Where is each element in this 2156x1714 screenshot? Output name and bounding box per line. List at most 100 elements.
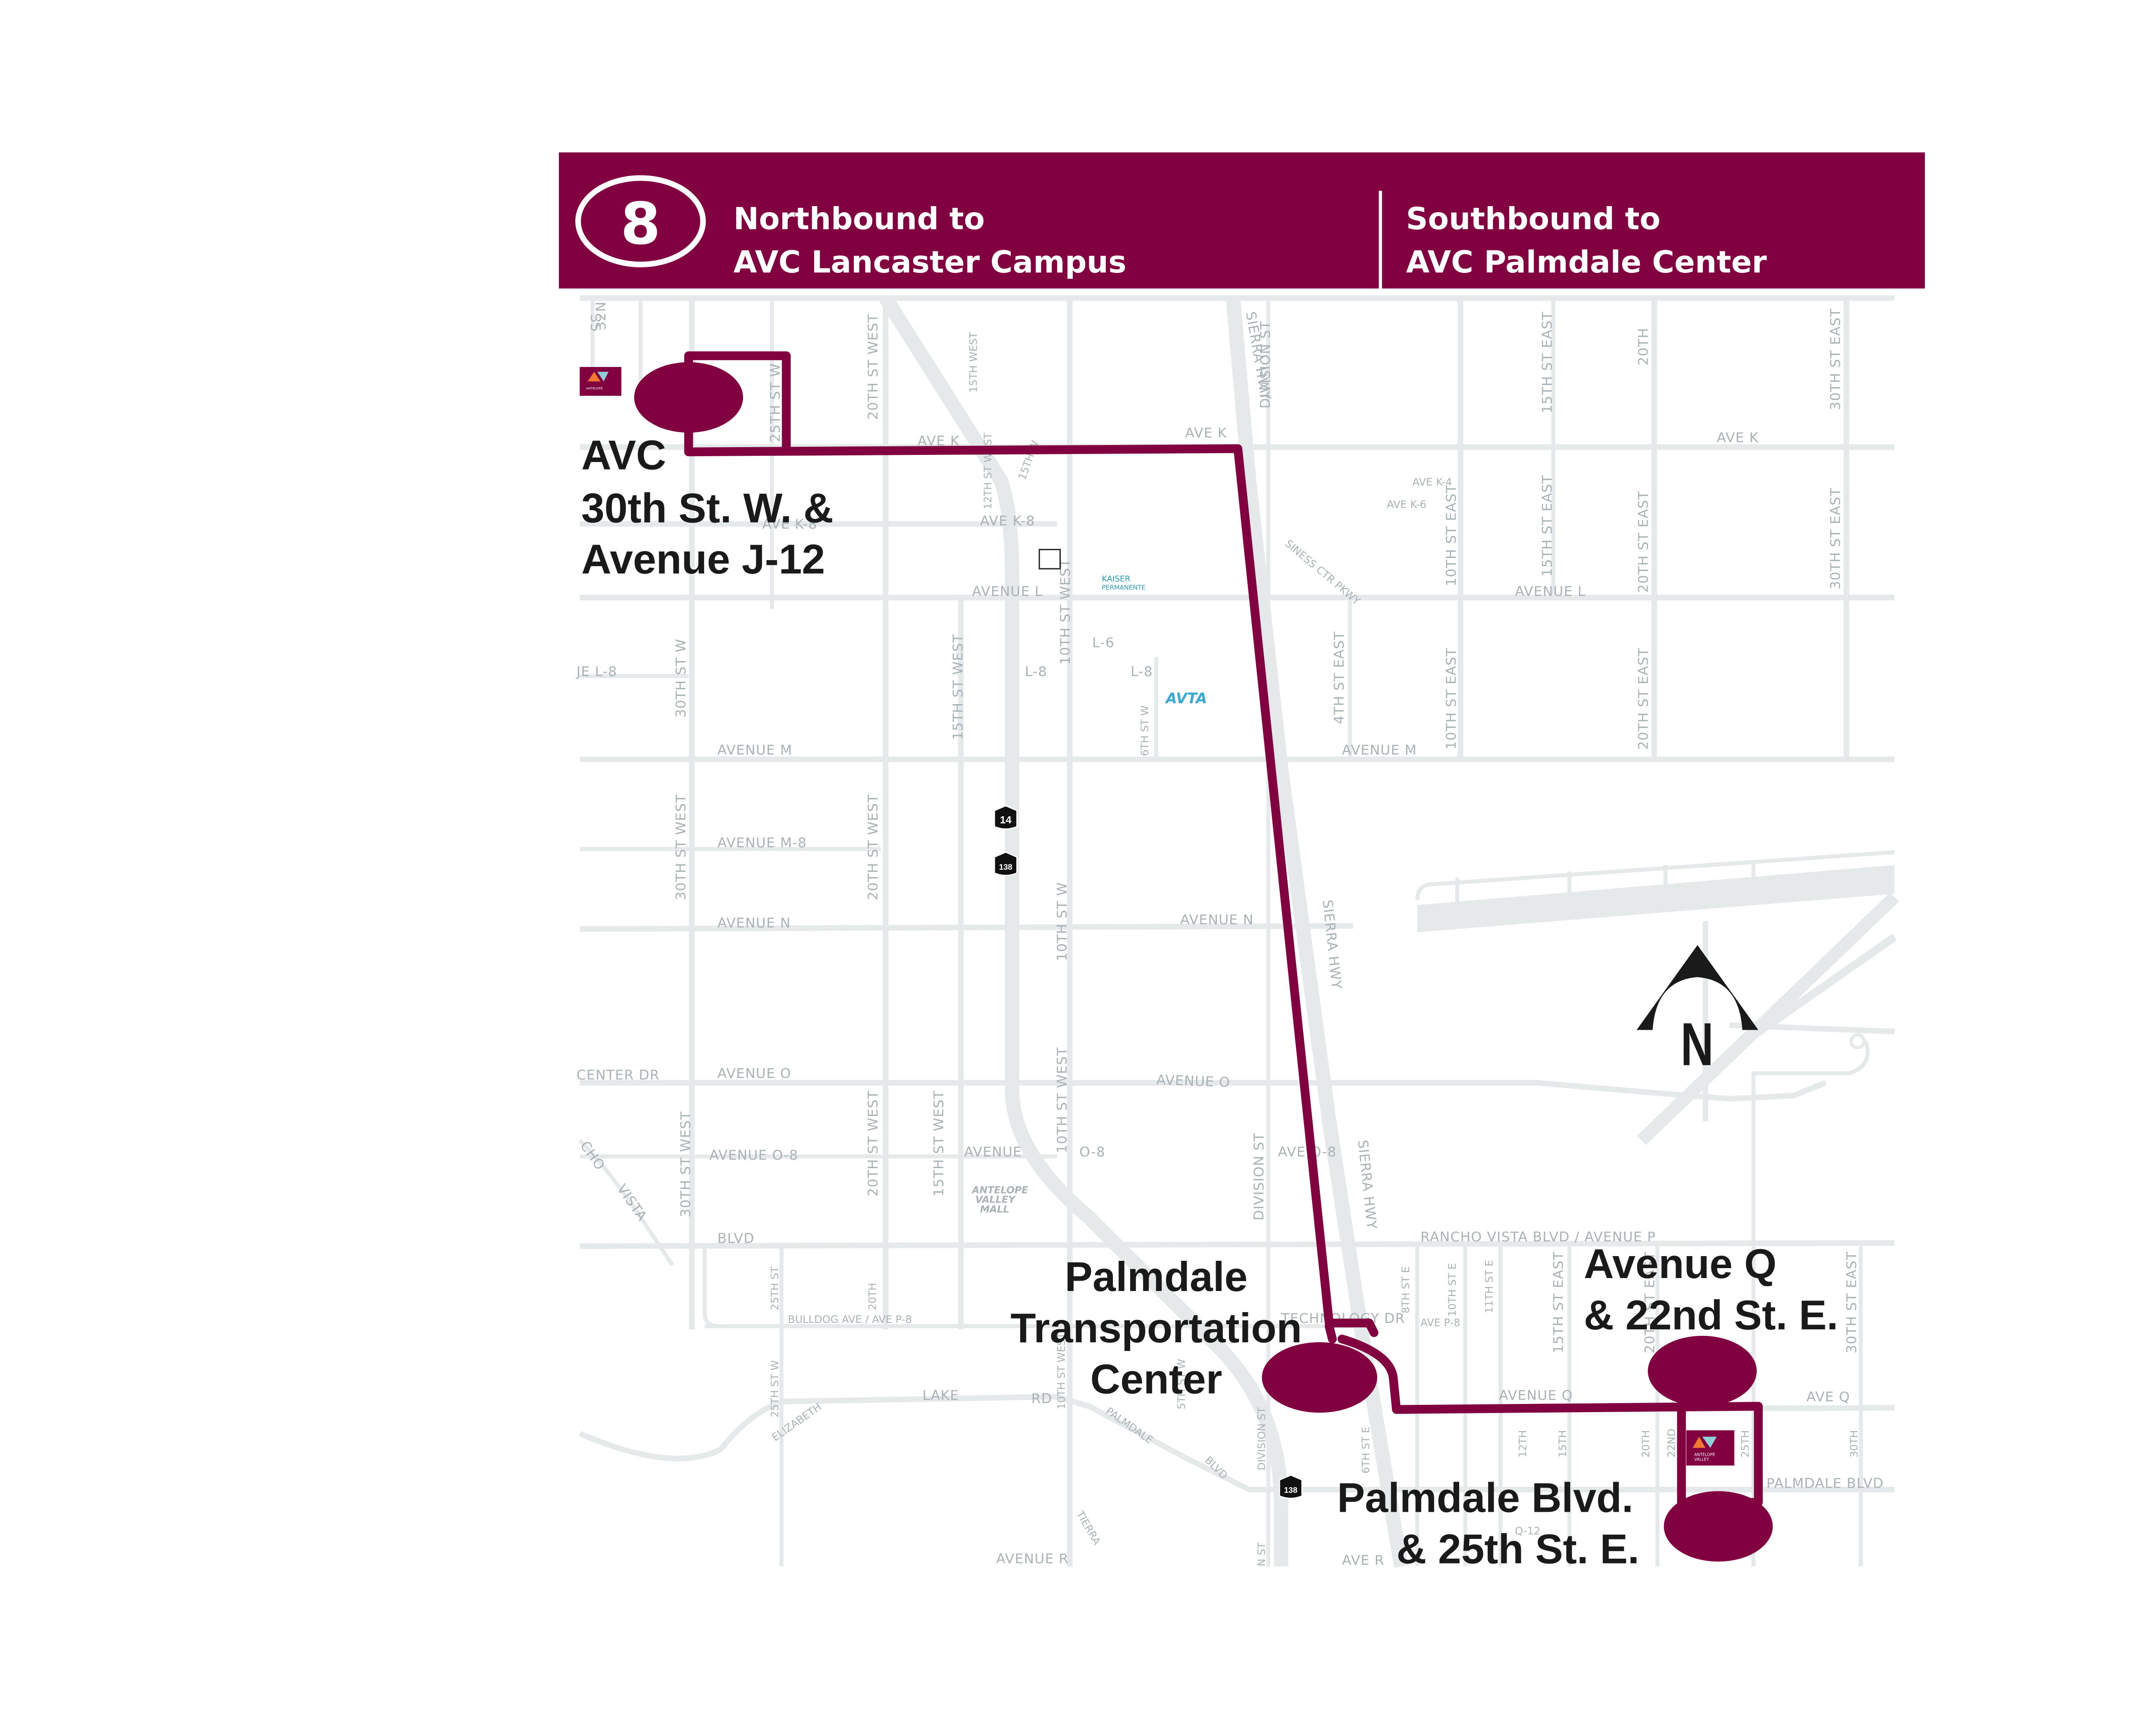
label-ave-k-mid: AVE K [1185, 425, 1227, 441]
label-30th-st-east: 30TH ST EAST [1828, 308, 1843, 410]
label-4th-st-east: 4TH ST EAST [1332, 631, 1347, 724]
label-avenue-o8: AVENUE O-8 [709, 1147, 798, 1163]
label-ave-k6: AVE K-6 [1387, 498, 1426, 511]
road-palmdale-blvd [578, 1394, 1895, 1492]
northbound-label-line1: Northbound to [733, 201, 985, 237]
label-10th-st-west: 10TH ST WEST [1058, 559, 1073, 665]
svg-text:ANTELOPE: ANTELOPE [1694, 1452, 1715, 1457]
label-12th-st-west: 12TH ST WEST [982, 432, 994, 509]
label-20th-st-east-lower: 20TH ST EAST [1642, 1251, 1658, 1354]
stop-label-avc-line1: AVC [581, 432, 666, 479]
stop-labels: AVC 30th St. W. & Avenue J-12 Palmdale T… [581, 432, 1838, 1573]
svg-text:AVTA: AVTA [1165, 690, 1207, 707]
label-15th-st-west-low: 15TH ST WEST [931, 1090, 946, 1197]
label-ave-k8: AVE K-8 [980, 514, 1035, 529]
label-avenue-l: AVENUE L [972, 584, 1043, 599]
landmarks: KAISER PERMANENTE AVTA ANTELOPE VALLEY M… [580, 367, 1735, 1466]
stop-label-palmdale-blvd-line2: & 25th St. E. [1396, 1526, 1639, 1572]
label-6th-st-w: 6TH ST W [1139, 705, 1151, 756]
airport-area [1415, 850, 1899, 1243]
label-20th-st-east: 20TH ST EAST [1636, 491, 1651, 593]
avc-logo-palmdale: ANTELOPE VALLEY [1686, 1430, 1735, 1466]
svg-text:ANTELOPE: ANTELOPE [586, 386, 603, 390]
street-labels: AVE K AVE K AVE K AVE K-4 AVE K-6 AVE K-… [576, 301, 1883, 1568]
road-rancho-vista-diag [578, 1139, 674, 1267]
bus-stops[interactable] [634, 362, 1773, 1562]
label-30th-st-east-mid: 30TH ST EAST [1828, 488, 1843, 590]
svg-text:ANTELOPE: ANTELOPE [971, 1184, 1028, 1196]
label-10th-st-w: 10TH ST W [1054, 882, 1070, 961]
label-rd: RD [1031, 1391, 1052, 1407]
label-avenue-o8-mid: AVENUE [964, 1144, 1022, 1160]
label-30th-st-east-low: 30TH ST EAST [1844, 1251, 1859, 1354]
label-l6: L-6 [1092, 635, 1115, 651]
label-15th-st-west: 15TH ST WEST [950, 634, 966, 740]
svg-text:PERMANENTE: PERMANENTE [1102, 583, 1146, 591]
stop-marker-avenue-q-22nd[interactable] [1648, 1335, 1757, 1407]
stop-marker-palmdale-blvd-25th[interactable] [1664, 1491, 1773, 1562]
label-ave-k4: AVE K-4 [1413, 476, 1452, 488]
route-ptc-hook [1325, 1322, 1337, 1344]
label-avenue-n: AVENUE N [718, 915, 791, 931]
route-138-shield-south-icon: 138 [1279, 1474, 1303, 1499]
label-division-st-mid: DIVISION ST [1251, 1133, 1267, 1221]
north-arrow-icon: N [1636, 945, 1758, 1078]
label-5th-st-w: 5TH ST W [1175, 1359, 1188, 1410]
label-ave-k-east: AVE K [1717, 430, 1759, 446]
label-20th-st-west-low: 20TH ST WEST [865, 1090, 881, 1197]
northbound-label-line2: AVC Lancaster Campus [733, 244, 1126, 280]
label-lake: LAKE [922, 1388, 959, 1403]
label-22nd: 22ND [1666, 1429, 1678, 1457]
label-20th-top: 20TH [1636, 328, 1651, 366]
label-10th-st-east-low: 10TH ST EAST [1444, 648, 1459, 750]
label-15th-st-east-mid: 15TH ST EAST [1540, 475, 1555, 577]
label-q12: Q-12 [1515, 1525, 1540, 1537]
road-rancho-vista [580, 1240, 1895, 1249]
svg-text:VALLEY: VALLEY [975, 1194, 1017, 1206]
label-30th-st-west: 30TH ST WEST [674, 794, 689, 900]
stop-label-avc-line2: 30th St. W. & [581, 485, 834, 531]
label-20th-st-west: 20TH ST WEST [865, 313, 881, 420]
label-6th-st-e: 6TH ST E [1360, 1426, 1372, 1473]
label-division-st-low: DIVISION ST [1256, 1407, 1268, 1470]
label-avenue-m8: AVENUE M-8 [718, 835, 807, 851]
route-14-shield-icon: 14 [993, 805, 1018, 830]
label-center-dr: CENTER DR [577, 1068, 660, 1083]
route-header: 8 Northbound to AVC Lancaster Campus Sou… [559, 152, 1925, 289]
label-rancho-vista: RANCHO VISTA BLVD / AVENUE P [1420, 1229, 1656, 1245]
label-avenue-o: AVENUE O [718, 1066, 791, 1081]
label-ave-k8-west: AVE K-8 [762, 517, 818, 532]
svg-text:14: 14 [1000, 815, 1012, 826]
stop-marker-avc-lancaster[interactable] [634, 362, 743, 433]
header-background [559, 152, 1925, 289]
label-l8-b: L-8 [1131, 664, 1153, 680]
route-number: 8 [620, 190, 661, 257]
label-bulldog-ave: BULLDOG AVE / AVE P-8 [788, 1313, 912, 1325]
label-25th-st-w: 25TH ST W [768, 363, 783, 442]
stop-label-ptc-line2: Transportation [1010, 1305, 1302, 1351]
building-outline-icon [1038, 548, 1061, 570]
label-blvd: BLVD [718, 1231, 755, 1247]
route-138-shield-icon: 138 [993, 851, 1018, 876]
label-l8-a: L-8 [1025, 664, 1047, 680]
stop-label-palmdale-blvd-line1: Palmdale Blvd. [1337, 1475, 1633, 1521]
label-l8-west: JE L-8 [576, 664, 617, 680]
label-ave-q-east: AVE Q [1806, 1389, 1850, 1405]
label-avenue-m-east: AVENUE M [1342, 743, 1417, 758]
route-palmdale-loop [1337, 1335, 1763, 1507]
stop-label-ptc-line1: Palmdale [1065, 1254, 1247, 1300]
stop-label-aveq-line1: Avenue Q [1584, 1241, 1777, 1287]
label-10th-st-west-low: 10TH ST WEST [1054, 1047, 1070, 1153]
highway-shields: 14 138 138 [993, 805, 1303, 1499]
label-avenue-m: AVENUE M [718, 743, 793, 758]
avc-logo-lancaster: ANTELOPE [580, 367, 621, 396]
label-12th: 12TH [1517, 1430, 1529, 1458]
label-division-st-top: DIVISION ST [1258, 321, 1273, 409]
label-15th-west: 15TH WEST [967, 332, 979, 393]
stop-label-ptc-line3: Center [1090, 1357, 1222, 1403]
label-palmdale-blvd: PALMDALE BLVD [1766, 1476, 1883, 1492]
stop-label-aveq-line2: & 22nd St. E. [1584, 1292, 1838, 1338]
stop-marker-palmdale-transportation-center[interactable] [1262, 1342, 1377, 1413]
label-20th-low: 20TH [866, 1283, 878, 1310]
